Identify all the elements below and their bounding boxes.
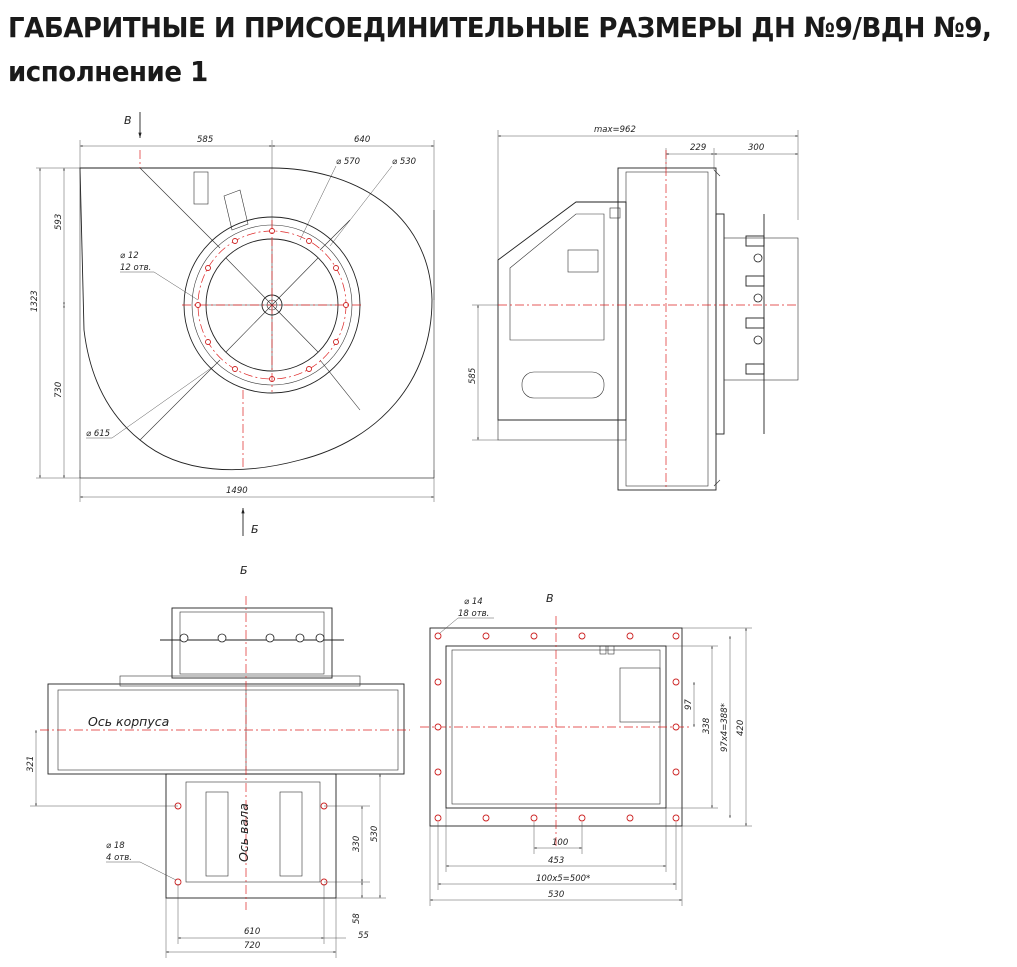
dimension-229: 229 [665,143,715,170]
side-clamps [745,214,765,434]
front-view: В Б 585 640 ⌀ 570 ⌀ 530 1323 [30,112,435,536]
view-arrow-v: В [124,112,142,138]
dim-585-side-text: 585 [468,368,478,384]
axis-body-label: Ось корпуса [88,714,169,729]
scroll-housing [79,167,433,471]
dim-1490-text: 1490 [226,486,248,496]
front-holes-count: 12 отв. [120,263,151,273]
view-arrow-b: Б [241,508,259,536]
dim-97-text: 97 [684,699,694,710]
housing-bottom-view [47,683,405,775]
dimension-58: 58 [352,882,363,924]
bracket-bolts [179,633,325,643]
base-holes [174,802,328,886]
dimension-300: 300 [714,143,798,155]
dimension-100x5: 100x5=500* [437,822,677,890]
dimension-585: 585 [79,135,273,230]
dimension-1323: 1323 [30,168,41,478]
dim-1323-text: 1323 [30,290,40,312]
title-line-2: исполнение 1 [8,55,208,88]
dim-453-text: 453 [548,856,564,866]
dim-610-text: 610 [244,927,260,937]
dim-321-text: 321 [26,756,36,772]
dimension-453: 453 [445,808,667,872]
dimension-338: 338 [702,646,713,808]
dim-229-text: 229 [690,143,706,153]
dim-d615-text: ⌀ 615 [86,429,110,439]
view-arrow-v-label: В [124,114,132,127]
dimension-330: 330 [352,806,363,882]
dimension-321: 321 [26,730,178,807]
dim-585-text: 585 [197,135,213,145]
dimension-730: 730 [54,305,65,478]
dim-530-text: 530 [370,826,380,842]
dimension-max-962: max=962 [497,125,799,260]
base-holes-count: 4 отв. [106,853,132,863]
dimension-530: 530 [370,774,381,898]
dimension-97: 97 [684,682,695,727]
side-view: max=962 229 300 585 [468,125,799,491]
dim-593-text: 593 [54,214,64,230]
dim-330-text: 330 [352,836,362,852]
dim-max-962-text: max=962 [594,125,636,135]
flange-holes-diameter: ⌀ 14 [464,597,483,607]
side-housing [617,167,717,491]
dimension-593: 593 [54,168,65,305]
dimension-97x4: 97x4=388* [720,636,731,818]
drawing-title: ГАБАРИТНЫЕ И ПРИСОЕДИНИТЕЛЬНЫЕ РАЗМЕРЫ Д… [8,6,992,94]
bearing-bracket [171,607,333,679]
dim-640-text: 640 [354,135,370,145]
dimension-610: 610 [177,884,325,944]
dim-97x4-text: 97x4=388* [720,703,730,752]
base-frame [165,773,337,899]
dimension-1490: 1490 [79,470,435,502]
dimension-420: 420 [736,628,747,826]
dim-338-text: 338 [702,717,712,734]
view-v: В ⌀ 14 18 отв [420,592,752,906]
dim-420-text: 420 [736,720,746,736]
dimension-100: 100 [533,822,583,854]
flange-holes-count: 18 отв. [458,609,489,619]
dim-55-text: 55 [358,931,369,941]
dim-58-text: 58 [352,913,362,924]
dim-d570-text: ⌀ 570 [336,157,360,167]
side-support-frame [497,201,627,421]
base-holes-diameter: ⌀ 18 [106,841,125,851]
dimension-720: 720 [165,898,337,958]
dim-720-text: 720 [244,941,260,951]
dimension-55: 55 [324,931,369,941]
dimension-530-v: 530 [429,826,683,906]
dimension-585-side: 585 [468,304,498,441]
dim-d530-text: ⌀ 530 [392,157,416,167]
dim-100-text: 100 [552,838,568,848]
front-holes-diameter: ⌀ 12 [120,251,139,261]
dim-100x5-text: 100x5=500* [536,874,590,884]
dim-530-v-text: 530 [548,890,564,900]
view-b-title: Б [240,564,248,577]
view-v-title: В [546,592,554,605]
view-b: Б Ось корпуса Ось вала [26,564,410,958]
axis-shaft-label: Ось вала [236,803,251,862]
side-outlet-flange [715,213,725,435]
title-line-1: ГАБАРИТНЫЕ И ПРИСОЕДИНИТЕЛЬНЫЕ РАЗМЕРЫ Д… [8,11,992,44]
dim-730-text: 730 [54,382,64,398]
view-arrow-b-label: Б [251,523,259,536]
outlet-flange-holes [434,632,680,822]
dim-300-text: 300 [748,143,764,153]
